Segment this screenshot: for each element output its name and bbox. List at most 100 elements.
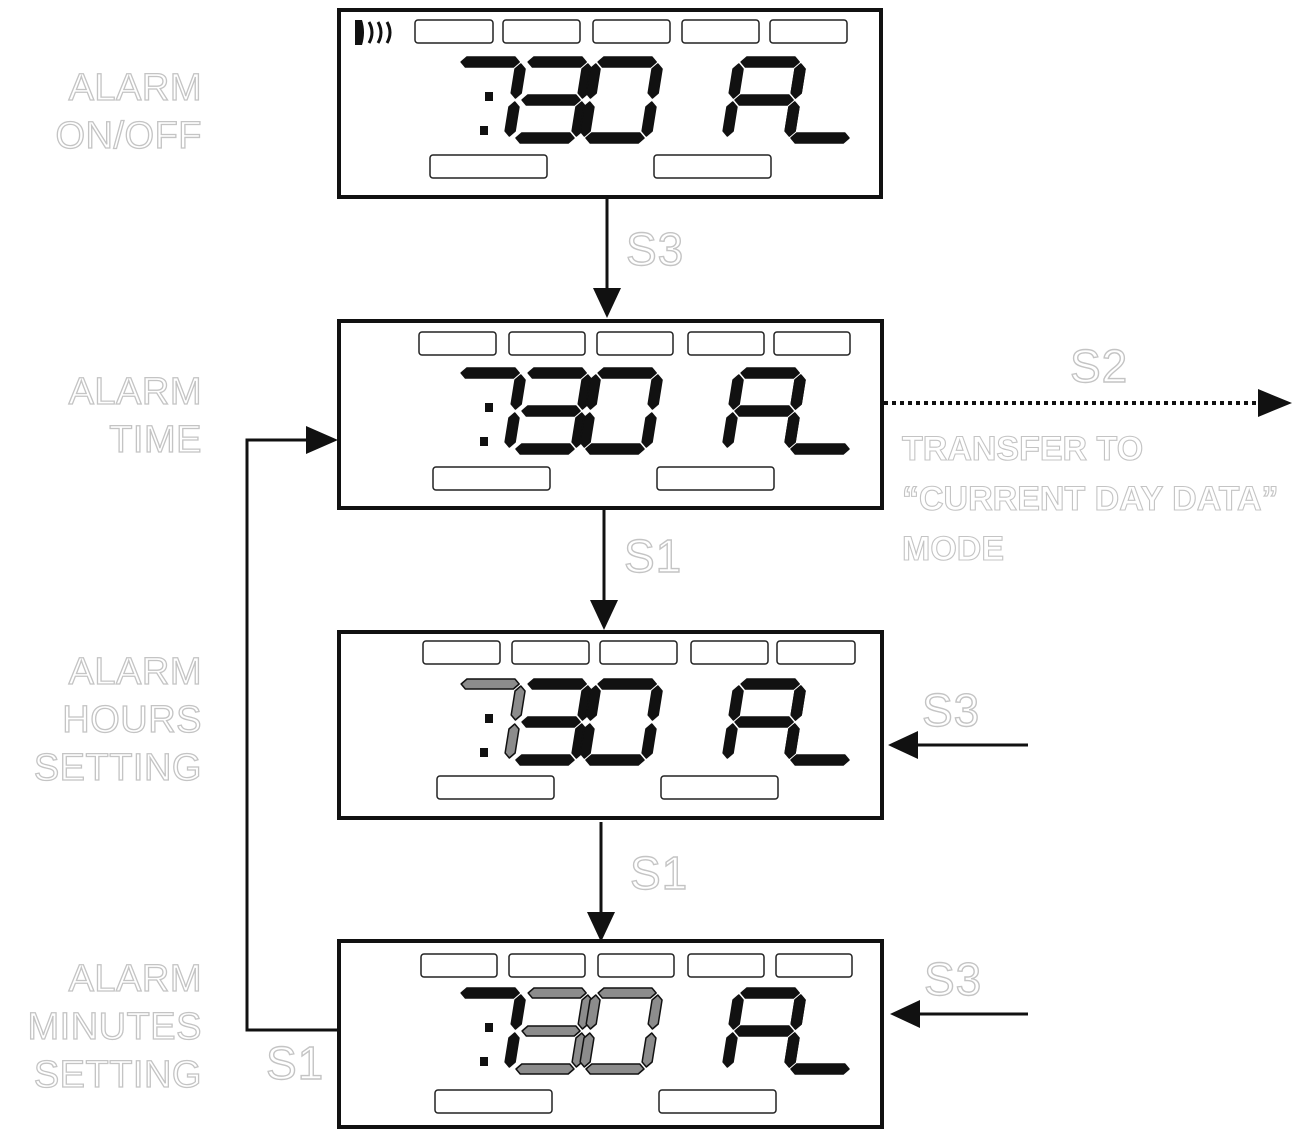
key-s1-lower: S1 bbox=[629, 847, 689, 899]
key-s2-transfer: S2 bbox=[1069, 340, 1129, 392]
arrow-s3-top bbox=[593, 198, 621, 318]
minute-ones-digit-segment-e bbox=[579, 1032, 595, 1068]
lcd-bottom-indicator bbox=[660, 775, 779, 800]
label-line: ALARM bbox=[68, 370, 202, 413]
mode-char-2-segment-e bbox=[784, 412, 800, 448]
label-line: MINUTES bbox=[27, 1005, 202, 1048]
lcd-top-indicator bbox=[599, 640, 678, 665]
minute-ones-digit-segment-e bbox=[579, 412, 595, 448]
minute-ones-digit-segment-f bbox=[585, 994, 601, 1030]
mode-char-2-segment-d bbox=[790, 443, 850, 455]
mode-char-1-segment-g bbox=[734, 405, 794, 417]
lcd-bottom-indicator bbox=[432, 466, 551, 491]
label-line: SETTING bbox=[33, 1053, 202, 1096]
minute-ones-digit-segment-b bbox=[647, 374, 663, 410]
minute-ones-digit-segment-b bbox=[647, 63, 663, 99]
minute-ones-digit-segment-b bbox=[647, 994, 663, 1030]
label-line: ALARM bbox=[68, 957, 202, 1000]
mode-char-2-segment-f bbox=[790, 994, 806, 1030]
minute-tens-digit-segment-a bbox=[527, 987, 587, 999]
mode-char-1-segment-g bbox=[734, 716, 794, 728]
mode-char-1-segment-a bbox=[740, 367, 800, 379]
minute-ones-digit-segment-c bbox=[641, 723, 657, 759]
lcd-top-indicator bbox=[690, 640, 769, 665]
note-line: TRANSFER TO bbox=[901, 429, 1144, 468]
colon-dot-top bbox=[485, 403, 493, 412]
minute-ones-digit-segment-f bbox=[585, 63, 601, 99]
minute-ones-digit-segment-d bbox=[585, 754, 645, 766]
label-alarm-time: ALARM TIME bbox=[68, 368, 202, 464]
lcd-top-indicator bbox=[769, 19, 848, 44]
lcd-screen-alarm-minutes bbox=[337, 939, 884, 1129]
minute-ones-digit-segment-e bbox=[579, 101, 595, 137]
hour-digit-segment-a bbox=[460, 987, 520, 999]
minute-tens-digit-segment-g bbox=[521, 716, 581, 728]
lcd-bottom-indicator bbox=[436, 775, 555, 800]
mode-char-1-segment-g bbox=[734, 1025, 794, 1037]
mode-char-1-segment-e bbox=[722, 1032, 738, 1068]
hour-digit-segment-a bbox=[460, 678, 520, 690]
lcd-screen-alarm-hours bbox=[337, 630, 884, 820]
hour-digit-segment-c bbox=[504, 101, 520, 137]
minute-tens-digit-segment-g bbox=[521, 405, 581, 417]
minute-tens-digit-segment-g bbox=[521, 1025, 581, 1037]
hour-digit-segment-a bbox=[460, 367, 520, 379]
lcd-bottom-indicator bbox=[658, 1089, 777, 1114]
lcd-top-indicator bbox=[775, 953, 853, 978]
lcd-top-indicator bbox=[687, 331, 765, 356]
mode-char-2-segment-e bbox=[784, 723, 800, 759]
lcd-top-indicator bbox=[418, 331, 497, 356]
label-line: HOURS bbox=[62, 698, 203, 741]
colon-dot-bottom bbox=[480, 437, 488, 446]
label-line: ALARM bbox=[68, 650, 202, 693]
minute-ones-digit-segment-c bbox=[641, 1032, 657, 1068]
note-line: MODE bbox=[901, 529, 1004, 568]
lcd-screen-alarm-on-off bbox=[337, 8, 883, 199]
colon-dot-top bbox=[485, 714, 493, 723]
lcd-top-indicator bbox=[776, 640, 856, 665]
arrow-s3-hours bbox=[888, 731, 1028, 759]
minute-ones-digit-segment-c bbox=[641, 101, 657, 137]
colon-dot-top bbox=[485, 1023, 493, 1032]
lcd-top-indicator bbox=[681, 19, 760, 44]
lcd-top-indicator bbox=[511, 640, 590, 665]
hour-digit-segment-c bbox=[504, 723, 520, 759]
lcd-bottom-indicator bbox=[653, 154, 772, 179]
mode-char-1-segment-a bbox=[740, 678, 800, 690]
note-line: “CURRENT DAY DATA” bbox=[901, 479, 1279, 518]
minute-ones-digit-segment-f bbox=[585, 374, 601, 410]
colon-dot-bottom bbox=[480, 126, 488, 135]
minute-ones-digit-segment-d bbox=[585, 1063, 645, 1075]
mode-char-1-segment-a bbox=[740, 987, 800, 999]
mode-char-1-segment-a bbox=[740, 56, 800, 68]
arrow-s1-middle bbox=[590, 510, 618, 630]
minute-tens-digit-segment-d bbox=[515, 132, 575, 144]
lcd-screen-alarm-time bbox=[337, 319, 884, 510]
mode-char-2-segment-f bbox=[790, 63, 806, 99]
key-s3-hours: S3 bbox=[921, 684, 981, 736]
lcd-top-indicator bbox=[687, 953, 765, 978]
mode-char-2-segment-d bbox=[790, 132, 850, 144]
hour-digit-segment-b bbox=[510, 685, 526, 721]
lcd-top-indicator bbox=[773, 331, 851, 356]
mode-char-2-segment-e bbox=[784, 101, 800, 137]
minute-tens-digit-segment-a bbox=[527, 56, 587, 68]
hour-digit-segment-c bbox=[504, 412, 520, 448]
alarm-bell-icon bbox=[355, 20, 392, 45]
lcd-top-indicator bbox=[597, 953, 675, 978]
arrow-s3-minutes bbox=[890, 1000, 1028, 1028]
minute-tens-digit-segment-a bbox=[527, 367, 587, 379]
colon-dot-top bbox=[485, 92, 493, 101]
label-line: ON/OFF bbox=[55, 114, 202, 157]
key-s1-loop: S1 bbox=[265, 1037, 325, 1089]
arrow-s2-transfer bbox=[884, 389, 1292, 417]
minute-tens-digit-segment-d bbox=[515, 754, 575, 766]
label-alarm-hours-setting: ALARM HOURS SETTING bbox=[33, 648, 203, 792]
mode-char-2-segment-d bbox=[790, 754, 850, 766]
label-alarm-on-off: ALARM ON/OFF bbox=[55, 64, 202, 160]
lcd-bottom-indicator bbox=[434, 1089, 553, 1114]
mode-char-1-segment-e bbox=[722, 723, 738, 759]
lcd-top-indicator bbox=[420, 953, 498, 978]
lcd-bottom-indicator bbox=[656, 466, 775, 491]
